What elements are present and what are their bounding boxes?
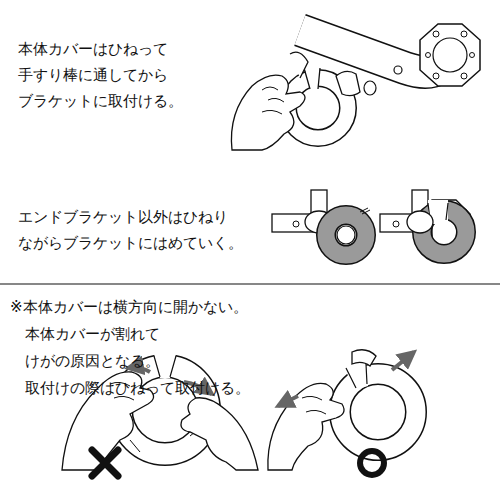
wrong-way-illustration [62,354,258,476]
right-hand [181,398,258,470]
instruction-text: 本体カバーはひねって 手すり棒に通してから ブラケットに取付ける。 [18,36,183,114]
cover-grey [326,215,366,255]
right-mark [360,451,384,475]
cover-body [340,374,416,450]
set-screw [393,221,399,227]
rail-gap [310,14,470,15]
set-screw [394,66,402,74]
cover-gap [344,362,368,390]
screw-cap [364,81,376,95]
twist-arrow [278,396,298,406]
right-way-illustration [268,350,416,475]
bolt-hole [461,73,467,79]
left-hand [268,383,344,470]
finger-line [262,87,284,114]
wrong-mark [92,450,118,476]
cover-hole [337,226,355,244]
bolt-hole [433,73,439,79]
bolt-hole [470,53,475,58]
flange-boss [433,38,467,72]
bolt-hole [433,31,439,37]
flange-edge [360,208,370,214]
finger-line [302,396,326,414]
slit-edge [346,364,367,388]
cover-lifted-end [352,350,376,366]
cover-outline [340,374,416,450]
cover-lifted-end [290,52,308,78]
divider [0,283,500,284]
cover-outline [326,215,366,255]
slit-edge [304,68,320,89]
set-screw [293,221,299,227]
right-thumb [336,71,360,95]
cover-slit [304,66,320,90]
twist-arrow [392,352,414,370]
cover-illustration [231,52,360,150]
instruction-text: ※本体カバーは横方向に開かない。本体カバーが割れて けがの原因となる。取付けの際… [10,294,250,402]
instruction-text: エンドブラケット以外はひねり ながらブラケットにはめていく。 [18,204,243,256]
bolt-hole [426,53,431,58]
joint [407,211,433,233]
bolt-hole [461,31,467,37]
left-hand [231,75,305,150]
bracket-illustration [272,190,470,260]
flange-plate [420,24,480,86]
